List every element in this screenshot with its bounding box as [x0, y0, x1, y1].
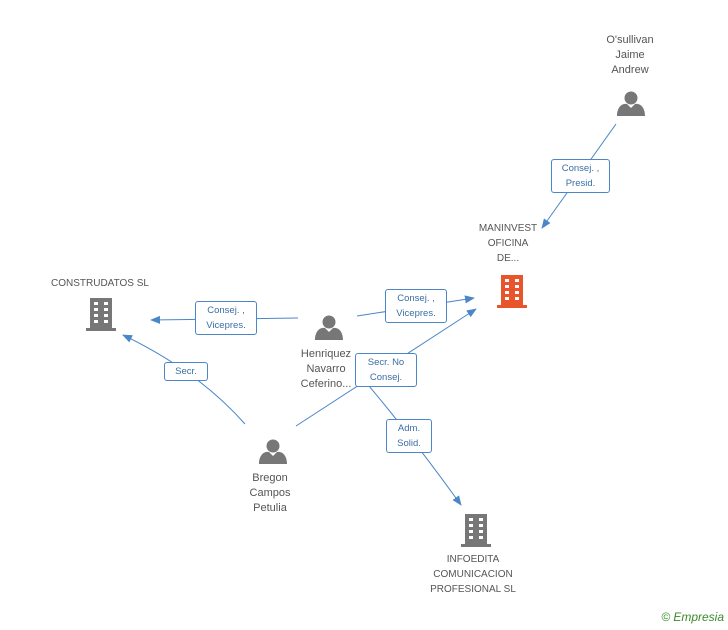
edge-label-bregon-maninvest[interactable]: Secr. No Consej.	[355, 353, 417, 387]
building-icon-highlighted[interactable]	[497, 275, 527, 308]
building-icon[interactable]	[86, 298, 116, 331]
copyright-symbol: ©	[661, 610, 671, 624]
node-label-bregon[interactable]: Bregon Campos Petulia	[249, 472, 291, 514]
person-icon[interactable]	[617, 91, 645, 117]
node-label-henriquez[interactable]: Henriquez Navarro Ceferino...	[300, 348, 352, 390]
person-icon[interactable]	[315, 315, 343, 341]
edge-label-osullivan-maninvest[interactable]: Consej. , Presid.	[551, 159, 610, 193]
node-label-infoedita[interactable]: INFOEDITA COMUNICACION PROFESIONAL SL	[430, 554, 516, 595]
building-icon[interactable]	[461, 514, 491, 547]
edge-label-henriquez-maninvest[interactable]: Consej. , Vicepres.	[385, 289, 447, 323]
empresia-watermark: ©Empresia	[661, 610, 724, 624]
node-label-maninvest[interactable]: MANINVEST OFICINA DE...	[478, 223, 538, 264]
edge-label-henriquez-construdatos[interactable]: Consej. , Vicepres.	[195, 301, 257, 335]
brand-name: Empresia	[673, 610, 724, 624]
edge-label-henriquez-infoedita[interactable]: Adm. Solid.	[386, 419, 432, 453]
node-label-osullivan[interactable]: O'sullivan Jaime Andrew	[606, 34, 654, 76]
node-label-construdatos[interactable]: CONSTRUDATOS SL	[51, 278, 149, 289]
edge-label-bregon-construdatos[interactable]: Secr.	[164, 362, 208, 381]
person-icon[interactable]	[259, 439, 287, 465]
